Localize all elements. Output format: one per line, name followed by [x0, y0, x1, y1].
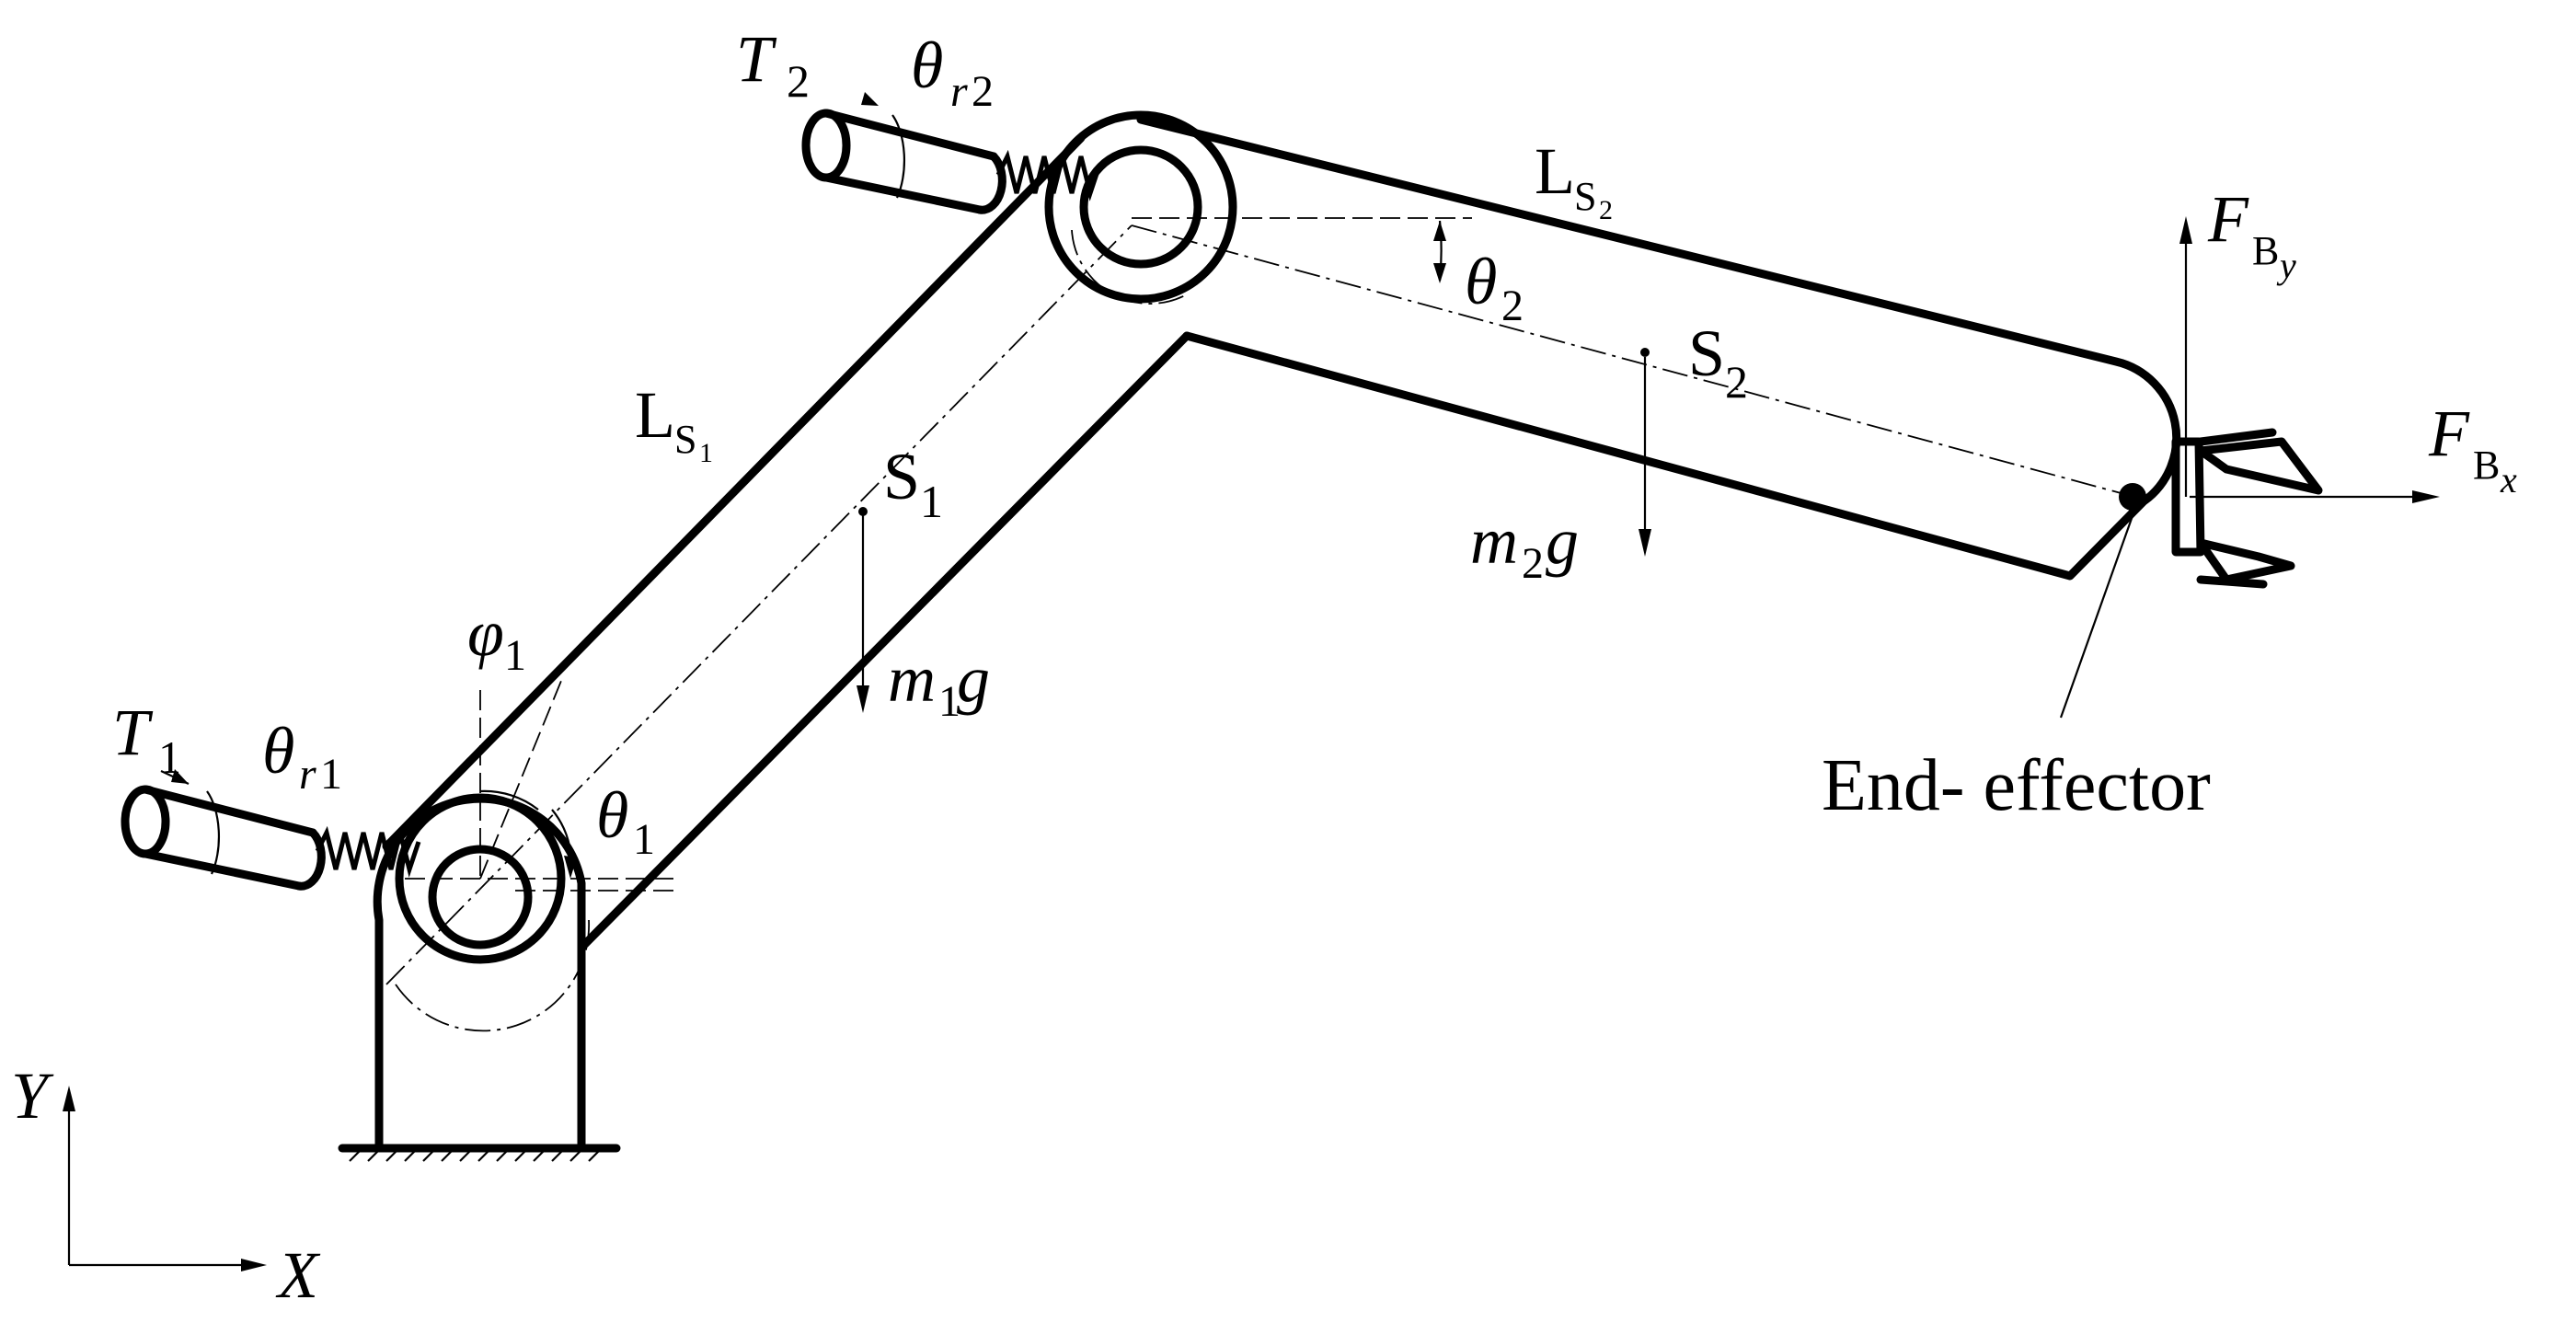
- actuator-1: [121, 769, 421, 891]
- label-theta-r1: θ: [262, 714, 294, 788]
- labels: T 1 θ r 1 T 2 θ r 2 φ 1 θ 1 θ 2 L S 1 L …: [11, 22, 2517, 1312]
- label-ls2: L: [1535, 134, 1575, 208]
- rotation-arrow-2: [891, 114, 906, 199]
- label-axis-y: Y: [11, 1059, 54, 1133]
- label-theta2: θ: [1465, 245, 1497, 318]
- svg-text:y: y: [2276, 245, 2296, 286]
- label-f-by: F: [2207, 182, 2249, 256]
- phi1-arc: [479, 789, 539, 811]
- end-effector-point: [2119, 483, 2146, 511]
- label-m2g: m: [1470, 504, 1518, 578]
- label-f-bx: F: [2428, 397, 2470, 470]
- label-s1: S: [883, 440, 920, 513]
- link2-centerline: [1131, 224, 2135, 498]
- joint2-inner-outline: [1071, 229, 1188, 305]
- joint2-inner: [1079, 145, 1202, 269]
- label-phi1: φ: [467, 596, 504, 670]
- phi1-ref-line: [479, 680, 562, 880]
- rotation-arrow-1: [206, 790, 221, 875]
- link1: [382, 133, 1191, 964]
- svg-text:2: 2: [1599, 195, 1613, 225]
- svg-text:1: 1: [699, 438, 713, 468]
- coordinate-axes: [63, 1086, 267, 1271]
- svg-text:1: 1: [320, 750, 342, 799]
- label-theta1: θ: [596, 778, 628, 852]
- svg-text:r: r: [299, 750, 316, 799]
- ground-hatching: [349, 1149, 601, 1162]
- label-s2: S: [1688, 316, 1725, 390]
- svg-text:S: S: [1574, 174, 1596, 219]
- svg-text:2: 2: [1725, 356, 1748, 408]
- end-effector-gripper: [2059, 428, 2323, 719]
- label-t2: T: [736, 22, 777, 96]
- external-forces: [2179, 216, 2440, 503]
- label-end-effector: End- effector: [1822, 745, 2211, 826]
- svg-text:g: g: [957, 642, 990, 716]
- reference-lines: [385, 217, 2135, 1032]
- actuator-2: [801, 92, 1102, 214]
- svg-text:1: 1: [938, 677, 960, 726]
- svg-text:B: B: [2252, 228, 2279, 273]
- label-m1g: m: [888, 642, 936, 716]
- svg-text:x: x: [2500, 459, 2517, 500]
- joint1-inner: [428, 845, 533, 949]
- svg-text:g: g: [1546, 504, 1579, 578]
- svg-text:1: 1: [158, 731, 181, 783]
- end-effector-leader: [2059, 510, 2136, 719]
- svg-text:1: 1: [504, 631, 526, 680]
- label-ls1: L: [635, 378, 675, 452]
- label-t1: T: [112, 696, 154, 769]
- svg-text:2: 2: [972, 67, 994, 116]
- svg-text:2: 2: [1522, 539, 1544, 588]
- angle-arcs: [479, 220, 1446, 879]
- label-theta-r2: θ: [911, 29, 943, 102]
- joint2-outer: [1044, 110, 1237, 304]
- svg-text:2: 2: [1501, 282, 1524, 330]
- link2: [1044, 110, 2181, 581]
- svg-text:1: 1: [633, 815, 655, 864]
- svg-text:S: S: [674, 417, 696, 462]
- svg-text:1: 1: [920, 476, 943, 527]
- svg-text:2: 2: [787, 55, 810, 107]
- spring-2: [995, 149, 1102, 201]
- joint1-outer: [395, 793, 566, 964]
- svg-text:B: B: [2473, 443, 2500, 488]
- gravity-forces: [857, 348, 1651, 713]
- label-axis-x: X: [275, 1238, 321, 1312]
- spring-1: [315, 825, 421, 878]
- svg-text:r: r: [950, 67, 968, 116]
